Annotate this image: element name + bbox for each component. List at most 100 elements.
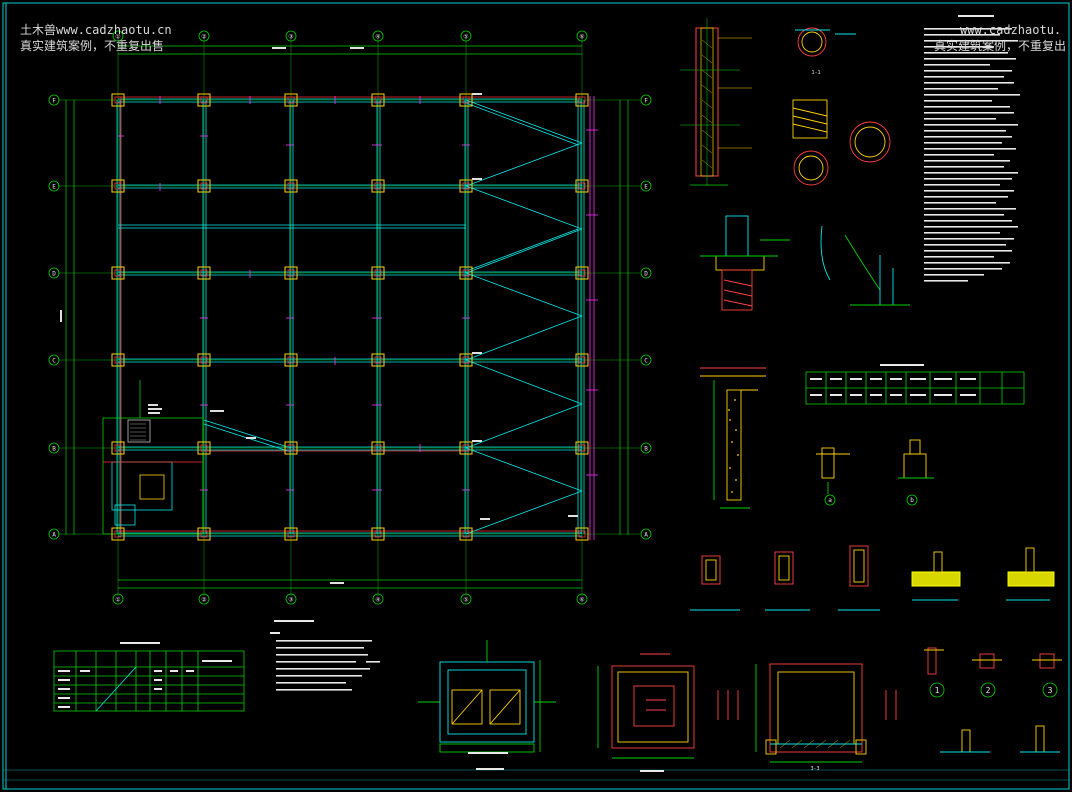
axis-bubble-right-label: D	[644, 271, 648, 278]
axis-bubble-right-label: A	[644, 532, 648, 539]
axis-bubble-right: A	[640, 528, 652, 540]
grid-axis-lines	[58, 38, 640, 596]
axis-bubble-left-label: F	[52, 98, 56, 105]
axis-bubble-left: D	[48, 267, 60, 279]
axis-bubble-right-label: C	[644, 358, 648, 365]
detail-label-b: b	[906, 494, 918, 506]
column-footing	[111, 527, 125, 541]
material-table	[805, 371, 1025, 405]
detail-label-1: 1	[929, 682, 945, 698]
detail-label-2: 2	[980, 682, 996, 698]
column-footing	[111, 441, 125, 455]
axis-bubble-left: A	[48, 528, 60, 540]
axis-bubble-bottom: ②	[198, 593, 210, 605]
column-footing	[284, 179, 298, 193]
column-footing	[284, 441, 298, 455]
column-footing	[111, 353, 125, 367]
axis-bubble-top: ⑤	[460, 30, 472, 42]
pile-section-hatch	[701, 39, 713, 169]
section-1-1-text	[640, 770, 664, 772]
material-table-text	[810, 364, 976, 396]
axis-bubble-left-label: E	[52, 184, 56, 191]
rebar-annotations	[118, 96, 598, 540]
axis-bubble-top-label: ⑥	[579, 34, 584, 41]
axis-bubble-top: ①	[112, 30, 124, 42]
detail-label-a-text: a	[828, 497, 832, 504]
column-footing	[284, 266, 298, 280]
axis-bubble-bottom: ③	[285, 593, 297, 605]
axis-bubble-bottom-label: ①	[115, 597, 120, 604]
section-1-1-label: 1-1	[811, 70, 820, 76]
axis-bubble-bottom: ⑥	[576, 593, 588, 605]
corner-details	[924, 647, 1062, 753]
axis-bubble-left: F	[48, 94, 60, 106]
detail-b	[898, 439, 934, 479]
bottom-notes	[270, 620, 380, 691]
axis-bubble-right-label: B	[644, 446, 648, 453]
column-footing	[197, 266, 211, 280]
column-footing	[575, 93, 589, 107]
pile-cap-detail	[700, 215, 790, 311]
column-footing	[575, 266, 589, 280]
grade-beams	[116, 98, 585, 537]
column-footing	[459, 179, 473, 193]
pile-schedule-table	[53, 650, 245, 712]
axis-bubble-right: E	[640, 180, 652, 192]
general-notes-block	[924, 15, 1020, 282]
pile-cross-sections	[792, 27, 891, 186]
column-footing	[459, 266, 473, 280]
column-footing	[459, 93, 473, 107]
column-footing	[459, 527, 473, 541]
watermark-url: www.cadzhaotu.cn	[56, 23, 172, 37]
column-footing	[575, 353, 589, 367]
column-footing	[459, 441, 473, 455]
column-footing	[284, 353, 298, 367]
beam-sections-row	[690, 545, 880, 611]
detail-label-3: 3	[1042, 682, 1058, 698]
watermark-left-line2: 真实建筑案例，不重复出售	[20, 39, 165, 53]
axis-bubble-right-label: F	[644, 98, 648, 105]
axis-bubble-right: F	[640, 94, 652, 106]
section-1-1	[597, 653, 739, 759]
detail-a	[816, 447, 850, 494]
axis-bubble-bottom: ①	[112, 593, 124, 605]
axis-bubble-bottom-label: ⑤	[463, 597, 468, 604]
column-footing	[575, 179, 589, 193]
column-footing	[371, 179, 385, 193]
axis-bubble-bottom: ④	[372, 593, 384, 605]
axis-bubble-top-label: ③	[288, 34, 293, 41]
column-footing	[371, 441, 385, 455]
column-footing	[197, 527, 211, 541]
column-footing	[575, 527, 589, 541]
section-3-3-label: 3-3	[810, 766, 819, 772]
strip-footing-details	[911, 547, 1055, 601]
sump-pit-plan-text	[468, 752, 508, 770]
axis-bubble-bottom-label: ②	[201, 597, 206, 604]
column-footing	[284, 93, 298, 107]
axis-bubble-top: ③	[285, 30, 297, 42]
plan-small-text	[60, 47, 578, 584]
axis-bubble-top: ②	[198, 30, 210, 42]
axis-bubble-top-label: ⑤	[463, 34, 468, 41]
foundation-plan	[58, 38, 640, 596]
axis-bubble-right-label: E	[644, 184, 648, 191]
axis-bubble-right: C	[640, 354, 652, 366]
axis-bubble-bottom-label: ④	[375, 597, 380, 604]
column-footing	[575, 441, 589, 455]
watermark-left-line1: 土木兽www.cadzhaotu.cn	[20, 22, 172, 38]
axis-bubble-bottom: ⑤	[460, 593, 472, 605]
column-footing	[284, 527, 298, 541]
red-beams	[118, 96, 582, 534]
axis-bubble-left: C	[48, 354, 60, 366]
column-footing	[459, 353, 473, 367]
axis-bubble-right: B	[640, 442, 652, 454]
section-3-3	[755, 663, 897, 763]
column-footing	[371, 266, 385, 280]
column-footing	[197, 441, 211, 455]
watermark-right-line2: 真实建筑案例，不重复出	[934, 39, 1067, 53]
axis-bubble-top: ④	[372, 30, 384, 42]
pile-schedule-text	[58, 642, 232, 708]
axis-bubble-top-label: ④	[375, 34, 380, 41]
